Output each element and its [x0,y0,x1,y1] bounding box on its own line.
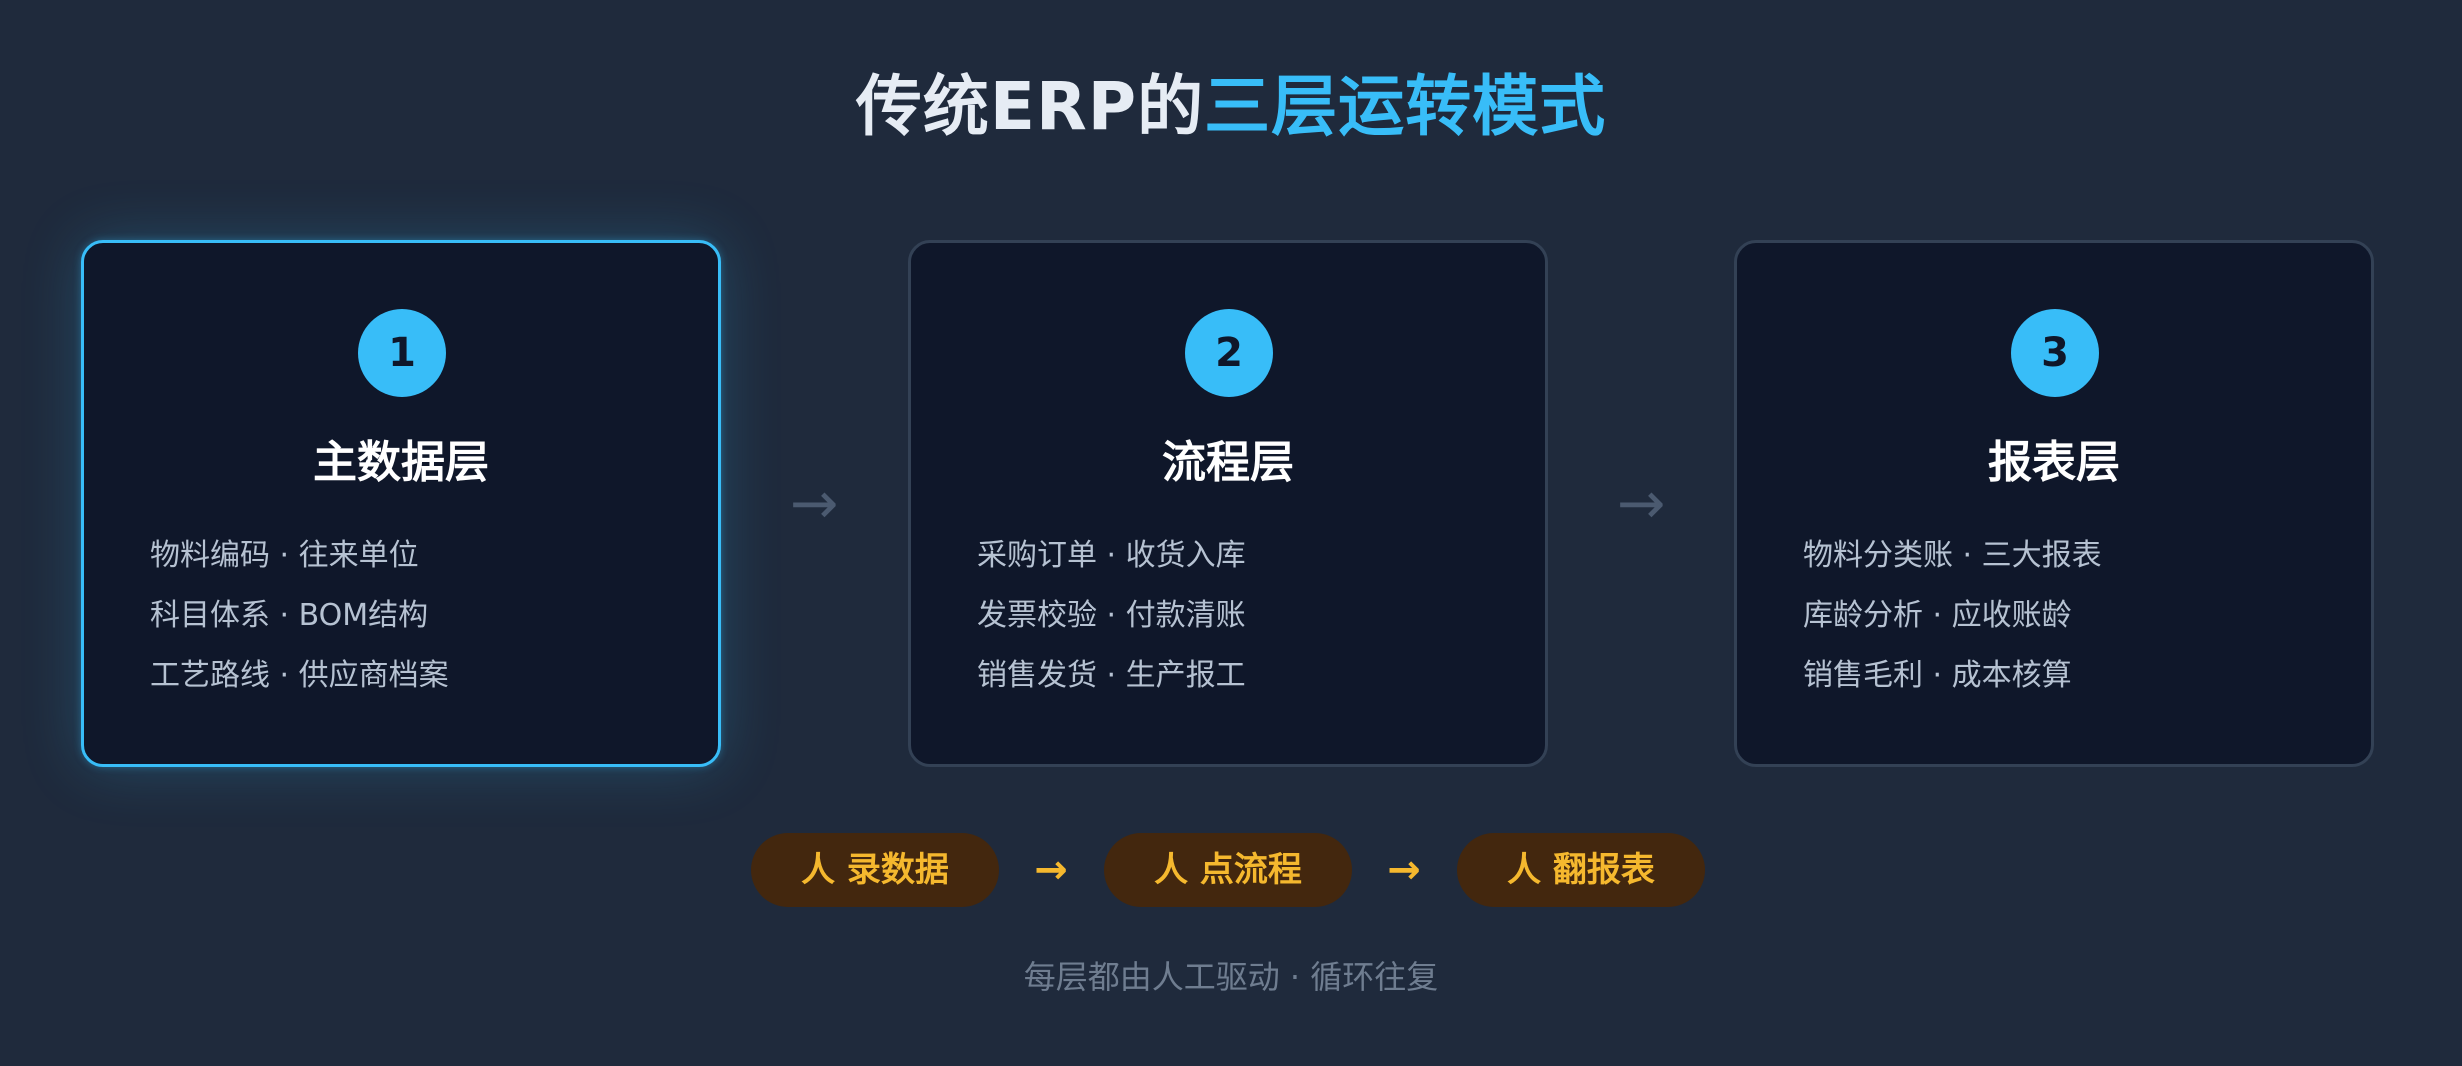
layer-item: 物料编码 · 往来单位 [150,538,419,573]
manual-step-pill-enter-data: 人 录数据 [751,833,999,907]
layer-item: 工艺路线 · 供应商档案 [150,658,449,693]
layer-item: 科目体系 · BOM结构 [150,598,429,633]
title-accent: 三层运转模式 [1204,68,1607,145]
layer-item: 采购订单 · 收货入库 [977,538,1246,573]
layer-item: 销售发货 · 生产报工 [977,658,1246,693]
layer-item-list: 采购订单 · 收货入库 发票校验 · 付款清账 销售发货 · 生产报工 [977,526,1246,706]
manual-step-pill-click-process: 人 点流程 [1104,833,1352,907]
footer-caption: 每层都由人工驱动 · 循环往复 [1023,958,1439,996]
layer-title: 报表层 [1988,437,2120,488]
layer-item-list: 物料编码 · 往来单位 科目体系 · BOM结构 工艺路线 · 供应商档案 [150,526,449,706]
right-arrow-icon: → [1034,847,1068,893]
layer-title: 主数据层 [313,437,489,488]
layer-item: 库龄分析 · 应收账龄 [1803,598,2072,633]
right-arrow-icon: → [1616,469,1666,537]
manual-step-pill-browse-reports: 人 翻报表 [1457,833,1705,907]
step-number-badge: 2 [1185,309,1273,397]
layer-item: 物料分类账 · 三大报表 [1803,538,2102,573]
layer-item: 销售毛利 · 成本核算 [1803,658,2072,693]
layer-item-list: 物料分类账 · 三大报表 库龄分析 · 应收账龄 销售毛利 · 成本核算 [1803,526,2102,706]
title-main: 传统ERP的 [855,68,1205,145]
layer-card-report: 3 报表层 物料分类账 · 三大报表 库龄分析 · 应收账龄 销售毛利 · 成本… [1734,240,2374,767]
right-arrow-icon: → [789,469,839,537]
step-number-badge: 3 [2011,309,2099,397]
step-number-badge: 1 [358,309,446,397]
page-title: 传统ERP的三层运转模式 [0,62,2462,152]
right-arrow-icon: → [1387,847,1421,893]
layer-card-process: 2 流程层 采购订单 · 收货入库 发票校验 · 付款清账 销售发货 · 生产报… [908,240,1548,767]
layer-card-master-data: 1 主数据层 物料编码 · 往来单位 科目体系 · BOM结构 工艺路线 · 供… [81,240,721,767]
layer-title: 流程层 [1162,437,1294,488]
layer-item: 发票校验 · 付款清账 [977,598,1246,633]
